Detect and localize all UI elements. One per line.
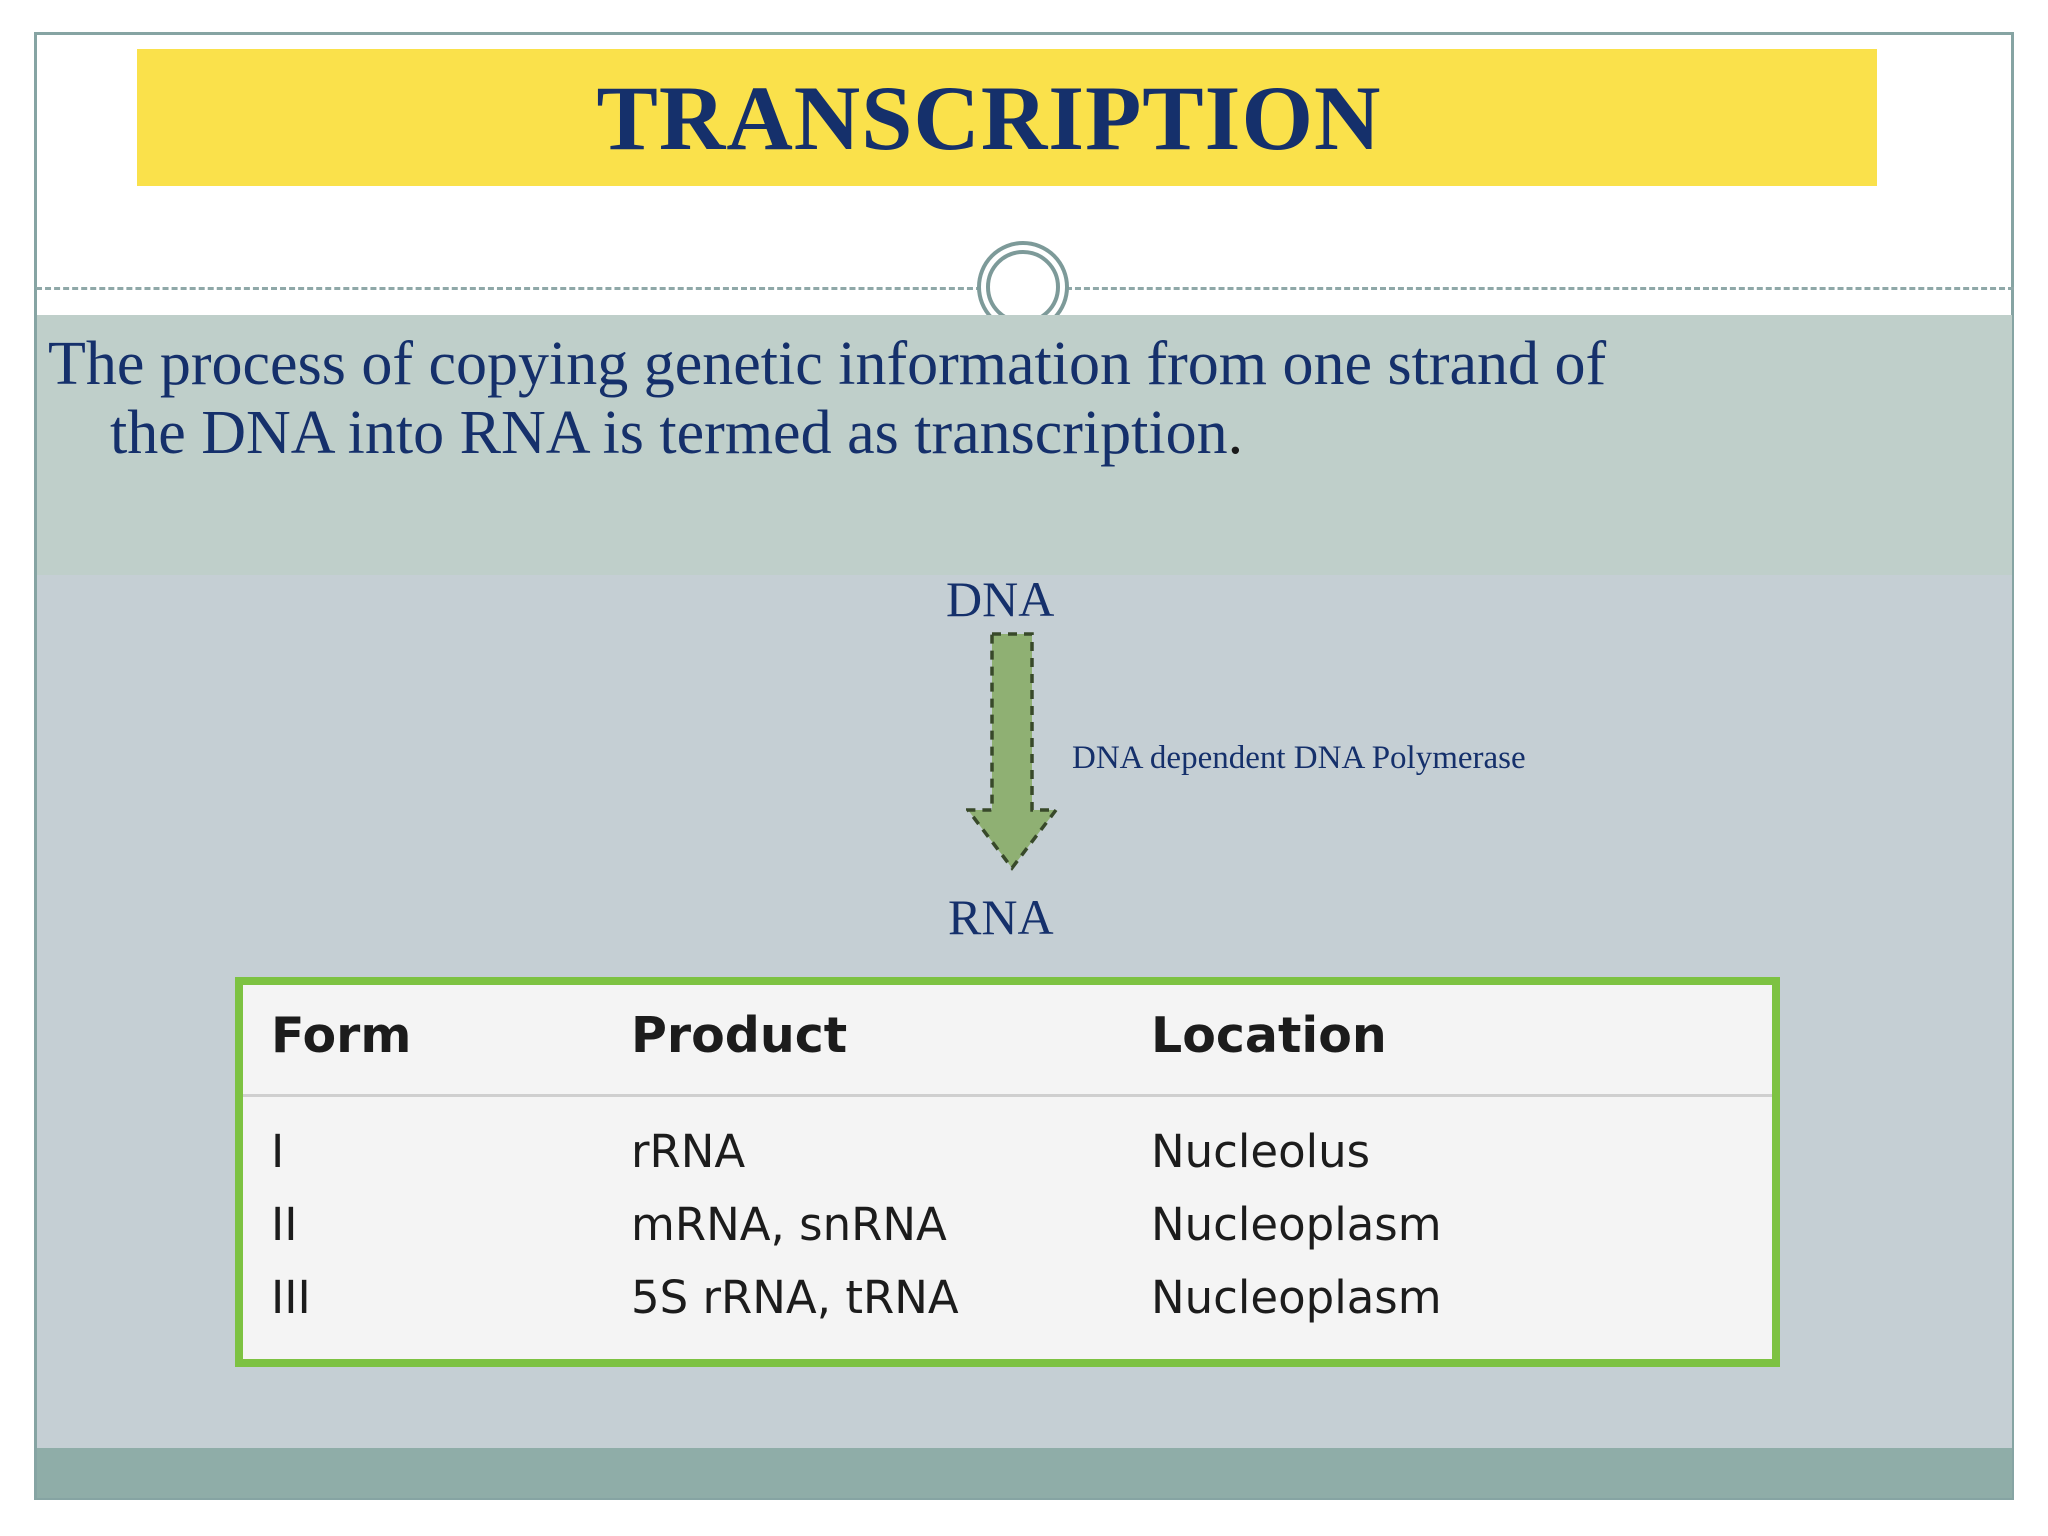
circle-ornament-inner-icon xyxy=(986,250,1060,324)
title-banner: TRANSCRIPTION xyxy=(137,49,1877,186)
cell-product: rRNA xyxy=(631,1125,746,1178)
body-line-2: the DNA into RNA is termed as transcript… xyxy=(48,399,1993,468)
down-arrow-icon xyxy=(966,632,1058,871)
table-header-location: Location xyxy=(1151,985,1772,1097)
table-row: III 5S rRNA, tRNA Nucleoplasm xyxy=(243,1261,1772,1334)
content-band-upper xyxy=(37,315,2012,575)
rna-polymerase-table-frame: Form Product Location I rRNA Nucleolus I… xyxy=(235,977,1780,1367)
table-row: II mRNA, snRNA Nucleoplasm xyxy=(243,1188,1772,1261)
cell-product: mRNA, snRNA xyxy=(631,1198,947,1251)
table-row: I rRNA Nucleolus xyxy=(243,1096,1772,1189)
cell-product: 5S rRNA, tRNA xyxy=(631,1271,959,1324)
diagram-enzyme-label: DNA dependent DNA Polymerase xyxy=(1072,740,1526,776)
divider-line-right xyxy=(1066,287,2014,290)
cell-location: Nucleoplasm xyxy=(1151,1198,1442,1251)
page-title: TRANSCRIPTION xyxy=(596,66,1382,169)
cell-location: Nucleolus xyxy=(1151,1125,1371,1178)
diagram-source-label: DNA xyxy=(946,571,1055,627)
cell-form: III xyxy=(271,1271,311,1324)
rna-polymerase-table: Form Product Location I rRNA Nucleolus I… xyxy=(243,985,1772,1334)
table-header-product: Product xyxy=(631,985,1151,1097)
footer-bar xyxy=(37,1448,2012,1498)
diagram-target-label: RNA xyxy=(948,889,1054,945)
cell-location: Nucleoplasm xyxy=(1151,1271,1442,1324)
body-line-1: The process of copying genetic informati… xyxy=(48,330,1607,398)
cell-form: I xyxy=(271,1125,285,1178)
table-body: I rRNA Nucleolus II mRNA, snRNA Nucleopl… xyxy=(243,1096,1772,1335)
body-paragraph: The process of copying genetic informati… xyxy=(48,330,1993,469)
table-head: Form Product Location xyxy=(243,985,1772,1097)
rna-polymerase-table-body: Form Product Location I rRNA Nucleolus I… xyxy=(243,985,1772,1359)
table-header-form: Form xyxy=(243,985,631,1097)
body-line-2-text: the DNA into RNA is termed as transcript… xyxy=(110,399,1228,468)
divider-line-left xyxy=(36,287,982,290)
table-header-row: Form Product Location xyxy=(243,985,1772,1097)
cell-form: II xyxy=(271,1198,298,1251)
body-period: . xyxy=(1227,399,1244,468)
